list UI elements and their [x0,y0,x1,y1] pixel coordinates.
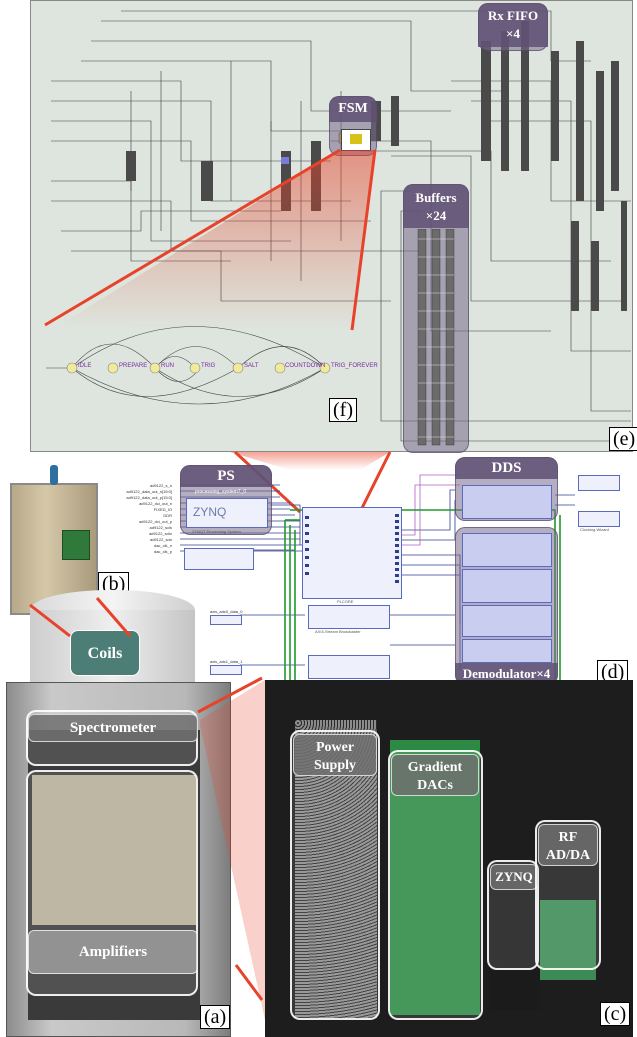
ps-ip-name: processing_system7_0 [195,489,246,495]
state-trig: TRIG [201,363,215,369]
coil-cap [50,465,58,485]
dds-ip-block [462,485,552,519]
state-idle: IDLE [78,363,91,369]
buffer-stack [406,229,466,449]
state-diagram [40,325,370,425]
coils-label: Coils [70,630,140,676]
rf-label: RF AD/DA [538,824,598,866]
broadcaster-2 [308,655,390,679]
state-machine-panel-f: IDLE PREPARE RUN TRIG SALT COUNTDOWN TRI… [40,325,370,425]
panel-a-tag: (a) [200,1005,230,1029]
demod-unit-1 [462,569,552,603]
pl-core-block [302,507,402,599]
amplifiers-label: Amplifiers [28,930,198,974]
broadcaster-1 [308,605,390,629]
zynq-ip-block: ZYNQ [186,498,268,528]
demod-unit-2 [462,605,552,637]
ps-label: PS [180,465,272,487]
rx-fifo-label: Rx FIFO ×4 [478,3,548,47]
clk-block-1 [578,475,620,491]
zynq-label: ZYNQ [490,864,538,890]
state-countdown: COUNTDOWN [285,363,325,369]
buffers-label: Buffers ×24 [403,184,469,228]
zynq-logo: ZYNQ [193,505,226,519]
state-trig-forever: TRIG_FOREVER [331,363,378,369]
pl-core-caption: PLCORE [337,599,353,604]
coil-pcb [62,530,90,560]
reset-block [184,548,254,570]
fsm-label: FSM [329,96,377,122]
spectrometer-label: Spectrometer [28,714,198,742]
gradient-dacs-label: Gradient DACs [391,754,479,796]
power-supply-label: Power Supply [293,734,377,776]
fsm-core [341,129,371,151]
spectrometer-photo-panel-c: Power Supply Gradient DACs ZYNQ RF AD/DA… [265,680,633,1037]
state-prepare: PREPARE [119,363,147,369]
broadcaster-1-caption: AXI4-Stream Broadcaster [315,629,361,634]
clk-wizard-caption: Clocking Wizard [580,527,609,532]
panel-c-tag: (c) [600,1002,630,1026]
panel-e-tag: (e) [609,427,637,451]
ps-caption: ZYNQ7 Processing System [192,529,241,534]
clk-block-2 [578,511,620,527]
dds-label: DDS [455,457,558,479]
demod-unit-3 [462,639,552,663]
demod-unit-0 [462,533,552,567]
instrument-photo-panel-a: Coils Spectrometer Amplifiers (a) [0,590,237,1037]
state-salt: SALT [244,363,259,369]
panel-f-tag: (f) [329,398,357,422]
state-run: RUN [161,363,174,369]
